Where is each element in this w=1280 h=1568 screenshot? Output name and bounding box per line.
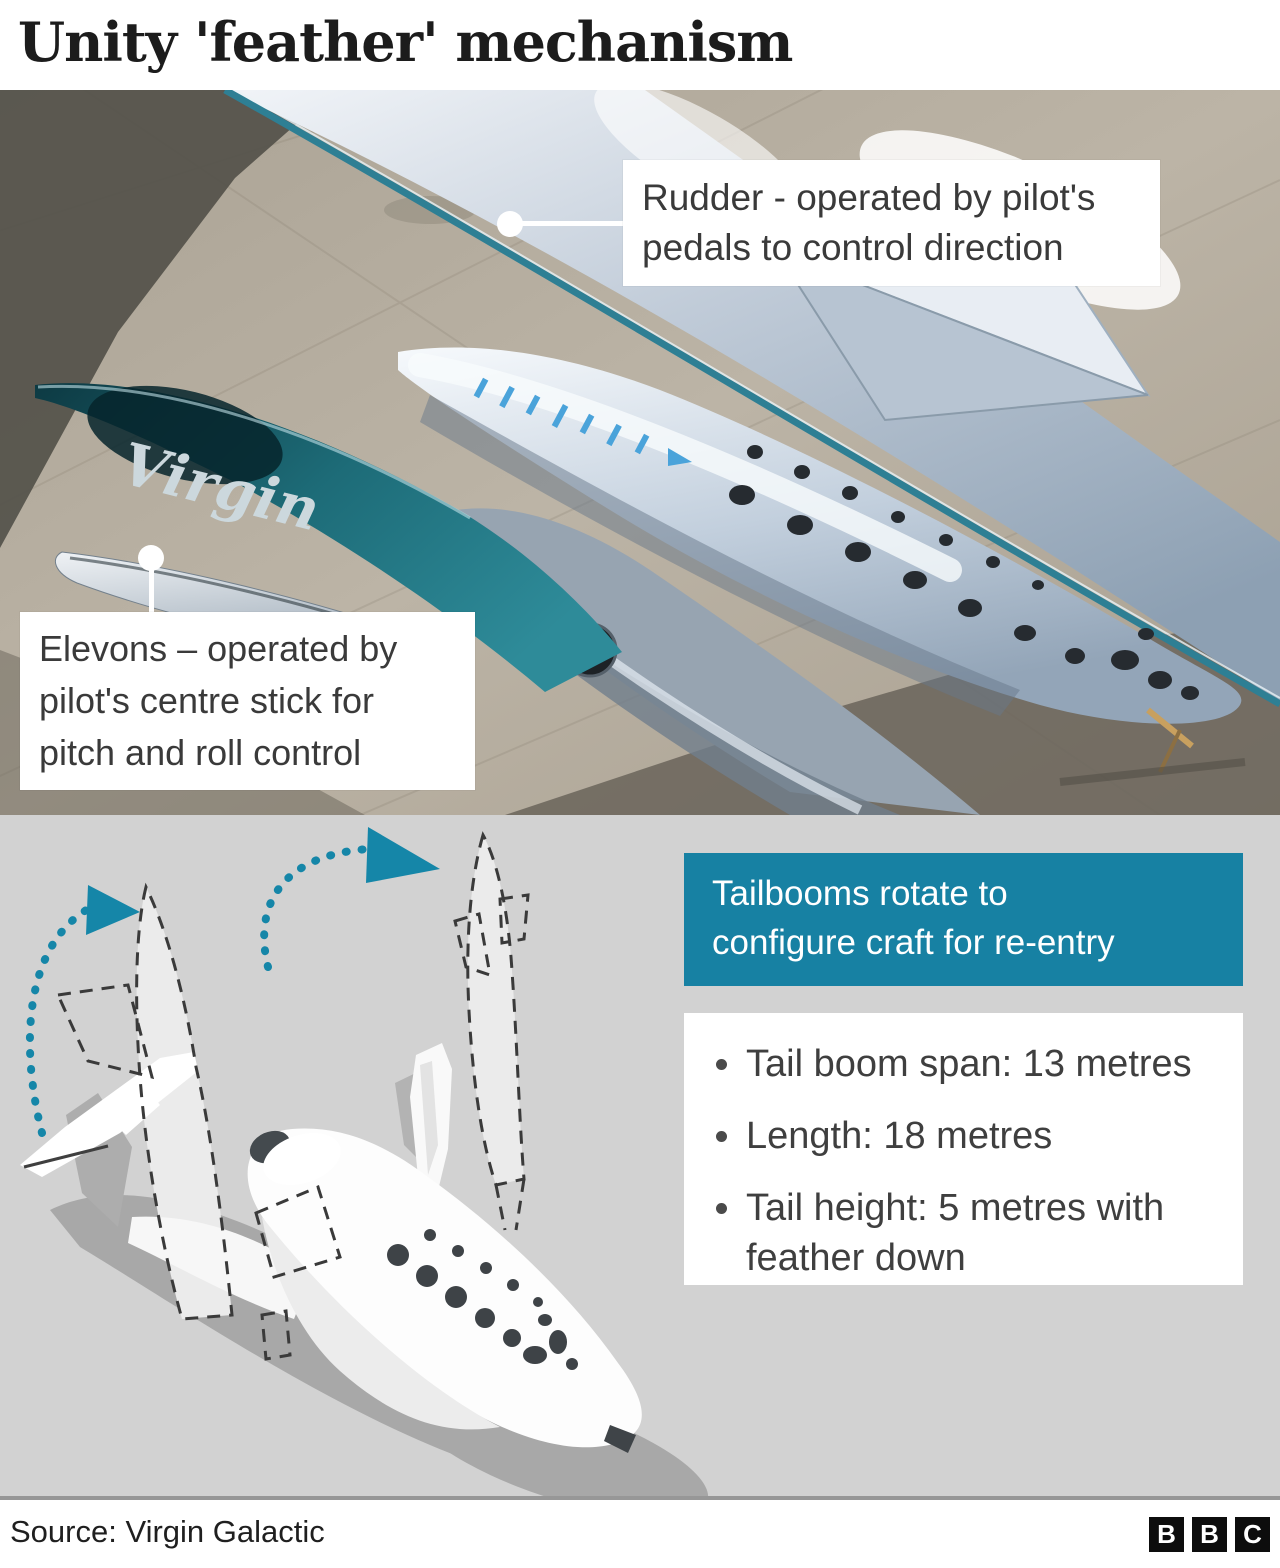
portholes bbox=[729, 445, 1199, 700]
left-boom bbox=[20, 1052, 198, 1177]
boom-position-outline bbox=[254, 1184, 342, 1279]
cockpit-window bbox=[1111, 650, 1139, 670]
bbc-logo-block-3: C bbox=[1235, 1517, 1270, 1552]
diagram-fuselage bbox=[247, 1128, 642, 1448]
rudder-edge-stripe bbox=[223, 90, 1280, 708]
rudder-callout: Rudder - operated by pilot's pedals to c… bbox=[623, 160, 1160, 286]
tailbooms-headline: Tailbooms rotate to configure craft for … bbox=[684, 853, 1243, 986]
diagram-craft bbox=[20, 1043, 642, 1453]
elevons-callout: Elevons – operated by pilot's centre sti… bbox=[20, 612, 475, 790]
elevons-callout-text: Elevons – operated by bbox=[39, 628, 398, 669]
virgin-galactic-decal bbox=[473, 377, 692, 466]
spec-item-tail-height: Tail height: 5 metres with feather down bbox=[710, 1183, 1223, 1283]
rotate-arrow-icon-right bbox=[260, 845, 372, 971]
feathered-boom-ghost-left bbox=[135, 882, 234, 1321]
rotate-arrow-icon-left bbox=[25, 905, 92, 1137]
bbc-logo: B B C bbox=[1149, 1517, 1270, 1552]
elevons-callout-line bbox=[149, 558, 154, 614]
rudder-callout-dot bbox=[497, 211, 523, 237]
hangar-shadow bbox=[0, 90, 335, 548]
rudder-callout-text: Rudder - operated by pilot's bbox=[642, 177, 1096, 218]
spacecraft-photo: Virgin Rudder - operated by pilot's peda… bbox=[0, 90, 1280, 815]
rudder-callout-line bbox=[510, 221, 625, 226]
feathered-wing-outline-left bbox=[55, 983, 155, 1080]
landing-gear bbox=[1059, 707, 1246, 786]
fuselage bbox=[398, 347, 1242, 724]
feather-diagram-art bbox=[20, 827, 709, 1496]
logo-field bbox=[87, 385, 283, 485]
footer: Source: Virgin Galactic B B C bbox=[0, 1500, 1280, 1568]
elevons-callout-dot bbox=[138, 545, 164, 571]
bbc-logo-block-1: B bbox=[1149, 1517, 1184, 1552]
specs-box: Tail boom span: 13 metres Length: 18 met… bbox=[684, 1013, 1243, 1285]
source-credit: Source: Virgin Galactic bbox=[10, 1514, 325, 1549]
title-band: Unity 'feather' mechanism bbox=[0, 0, 1280, 90]
page-title: Unity 'feather' mechanism bbox=[18, 10, 793, 74]
spec-item-tail-boom-span: Tail boom span: 13 metres bbox=[710, 1039, 1223, 1089]
specs-list: Tail boom span: 13 metres Length: 18 met… bbox=[710, 1039, 1223, 1283]
diagram-nose-tip bbox=[604, 1425, 636, 1453]
left-wing bbox=[128, 1216, 312, 1319]
diagram-portholes bbox=[387, 1229, 578, 1370]
rotation-arrows bbox=[25, 827, 440, 1137]
feathered-boom-outlines bbox=[55, 831, 530, 1361]
bbc-logo-block-2: B bbox=[1192, 1517, 1227, 1552]
tailbooms-headline-text: Tailbooms rotate to bbox=[712, 874, 1008, 913]
feather-diagram-panel: Tailbooms rotate to configure craft for … bbox=[0, 815, 1280, 1500]
spec-item-length: Length: 18 metres bbox=[710, 1111, 1223, 1161]
